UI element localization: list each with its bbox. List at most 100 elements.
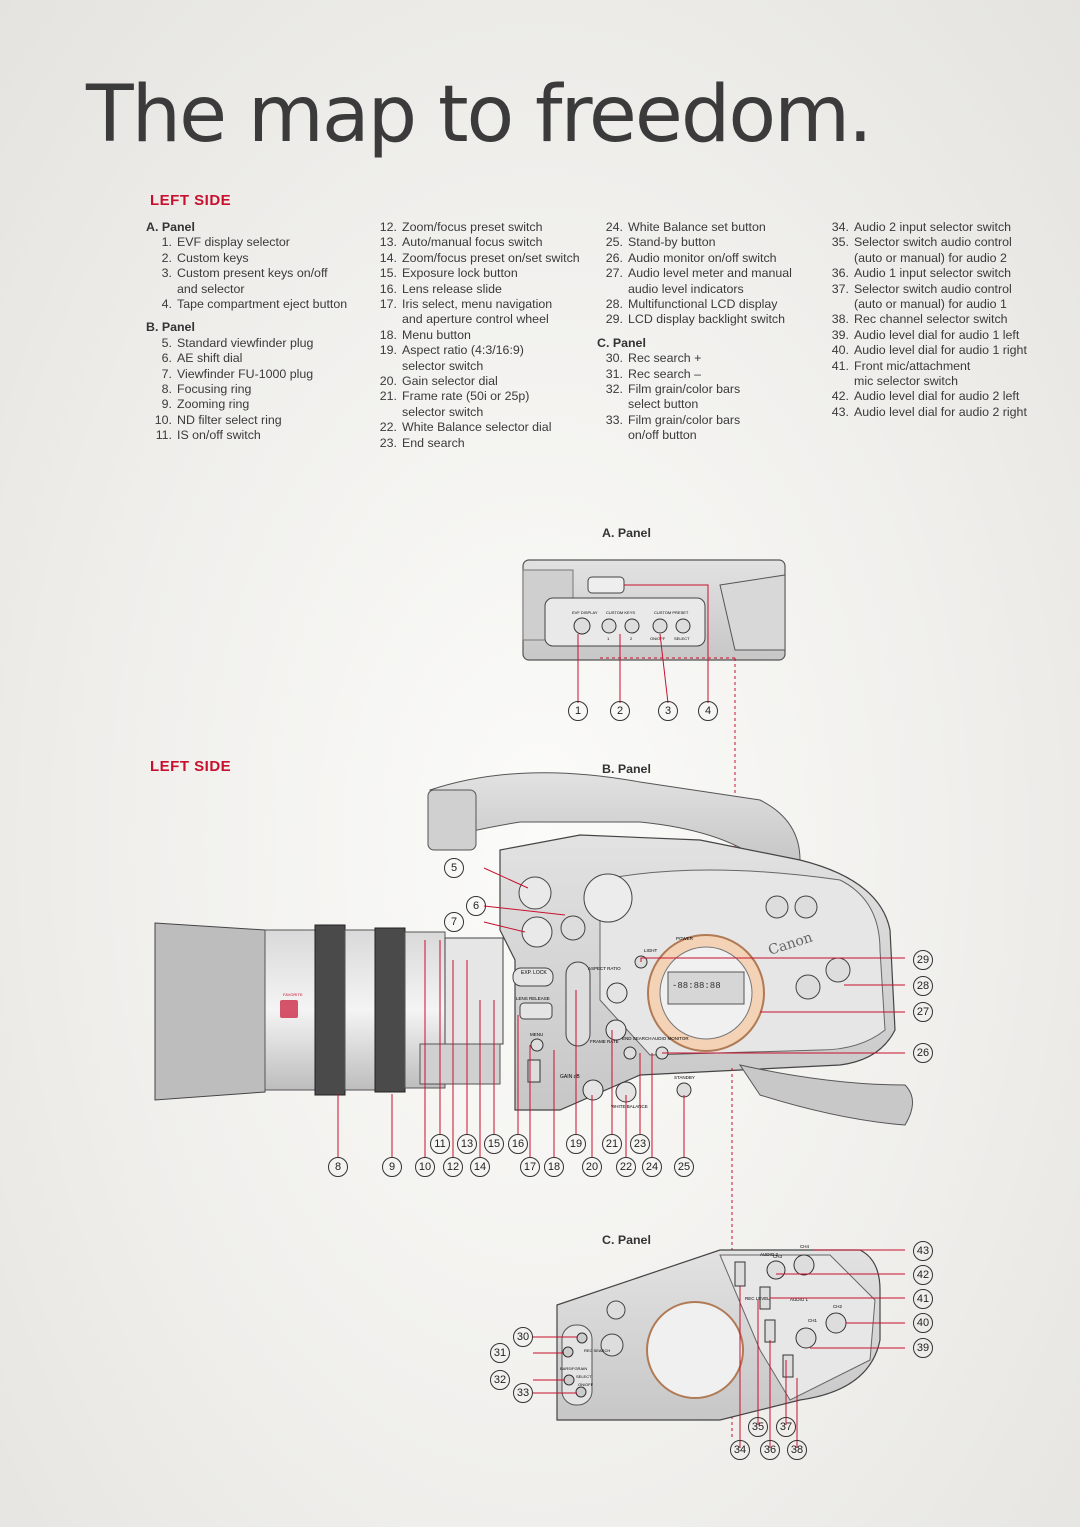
audio-1-text: AUDIO 1: [790, 1297, 809, 1302]
panel-c-illustration: REC SEARCH BARS/FGRAIN SELECT ON/OFF AUD…: [533, 1244, 905, 1448]
bars-fgrain-text: BARS/FGRAIN: [560, 1366, 587, 1371]
legend-item-number: 14.: [379, 250, 397, 265]
legend-item-text: Tape compartment eject button: [177, 297, 348, 312]
panel-b-illustration: -88:88:88 Canon EXP. LOCK LENS RELEASE M…: [154, 772, 913, 1440]
legend-item: 37. Selector switch audio control: [823, 282, 1048, 297]
callout-18: 18: [544, 1157, 564, 1177]
legend-item: and aperture control wheel: [371, 312, 596, 327]
panel-a-text-custom-preset: CUSTOM PRESET: [654, 610, 689, 615]
callout-24: 24: [642, 1157, 662, 1177]
legend-item: 14.Zoom/focus preset on/set switch: [371, 251, 596, 266]
legend-item: 42.Audio level dial for audio 2 left: [823, 389, 1048, 404]
legend-item-number: 9.: [161, 397, 172, 412]
legend-item-text: Frame rate (50i or 25p): [402, 389, 530, 404]
legend-item-text: Custom present keys on/off: [177, 266, 328, 281]
callout-36: 36: [760, 1440, 780, 1460]
legend-item-text: Audio level dial for audio 2 left: [854, 389, 1020, 404]
menu-text: MENU: [530, 1032, 543, 1037]
legend-item-text: selector switch: [402, 404, 484, 419]
exp-lock-text: EXP. LOCK: [521, 970, 547, 976]
legend-item-text: IS on/off switch: [177, 428, 261, 443]
legend-item-text: Exposure lock button: [402, 266, 518, 281]
legend-item-number: 25.: [605, 235, 623, 250]
legend-item: 31.Rec search –: [597, 367, 822, 382]
callout-20: 20: [582, 1157, 602, 1177]
callout-40: 40: [913, 1313, 933, 1333]
legend-item-number: 27.: [605, 266, 623, 281]
callout-25: 25: [674, 1157, 694, 1177]
legend-item: 20.Gain selector dial: [371, 374, 596, 389]
callout-16: 16: [508, 1134, 528, 1154]
panel-a-text-evf: EVF DISPLAY: [572, 610, 598, 615]
legend-item-number: 37.: [831, 281, 849, 296]
legend-item: (auto or manual) for audio 1: [823, 297, 1048, 312]
callout-27: 27: [913, 1002, 933, 1022]
legend-item-text: Menu button: [402, 327, 471, 342]
legend-item-text: Aspect ratio (4:3/16:9): [402, 343, 524, 358]
legend-item-text: Lens release slide: [402, 281, 502, 296]
ch2-text: CH2: [833, 1304, 842, 1309]
callout-4: 4: [698, 701, 718, 721]
callout-34: 34: [730, 1440, 750, 1460]
legend-item: 29.LCD display backlight switch: [597, 312, 822, 327]
panel-c-label: C. Panel: [602, 1233, 651, 1247]
callout-17: 17: [520, 1157, 540, 1177]
legend-item-number: 41.: [831, 358, 849, 373]
legend-item-number: 17.: [379, 297, 397, 312]
legend-item: 35.Selector switch audio control: [823, 235, 1048, 250]
legend-group-heading: C. Panel: [597, 335, 646, 350]
legend-item-number: 32.: [605, 382, 623, 397]
callout-37: 37: [776, 1417, 796, 1437]
legend-item-text: Selector switch audio control: [854, 235, 1012, 250]
legend-item: 28.Multifunctional LCD display: [597, 297, 822, 312]
legend-item: 10.ND filter select ring: [146, 413, 366, 428]
callout-9: 9: [382, 1157, 402, 1177]
legend-item: 3.Custom present keys on/off: [146, 266, 366, 281]
legend-item: 16.Lens release slide: [371, 282, 596, 297]
callout-35: 35: [748, 1417, 768, 1437]
frame-rate-text: FRAME RATE: [590, 1039, 619, 1044]
callout-23: 23: [630, 1134, 650, 1154]
legend-item-text: Rec channel selector switch: [854, 312, 1008, 327]
legend-item-number: 22.: [379, 420, 397, 435]
legend-item-number: 21.: [379, 389, 397, 404]
callout-11: 11: [430, 1134, 450, 1154]
aspect-ratio-text: ASPECT RATIO: [588, 966, 621, 971]
legend-item-number: 28.: [605, 297, 623, 312]
legend-item-text: AE shift dial: [177, 351, 243, 366]
legend-item: 38.Rec channel selector switch: [823, 312, 1048, 327]
callout-29: 29: [913, 950, 933, 970]
legend-item: 11.IS on/off switch: [146, 428, 366, 443]
legend-item-number: 34.: [831, 220, 849, 234]
legend-item: mic selector switch: [823, 374, 1048, 389]
callout-38: 38: [787, 1440, 807, 1460]
legend-item: 9.Zooming ring: [146, 397, 366, 412]
legend-item: 41.Front mic/attachment: [823, 359, 1048, 374]
audio-monitor-text: AUDIO MONITOR: [652, 1036, 689, 1041]
legend-item-text: Selector switch audio control: [854, 281, 1012, 296]
legend-item-number: 7.: [161, 366, 172, 381]
legend-item-text: and aperture control wheel: [402, 312, 549, 327]
legend-item-text: audio level indicators: [628, 281, 744, 296]
panel-a-text-select: SELECT: [674, 636, 690, 641]
legend-item-number: 13.: [379, 235, 397, 250]
legend-item: 18.Menu button: [371, 328, 596, 343]
legend-item-number: 43.: [831, 404, 849, 419]
legend-item-text: White Balance selector dial: [402, 420, 552, 435]
callout-30: 30: [513, 1327, 533, 1347]
legend-item-number: 5.: [161, 335, 172, 350]
legend-item-number: 15.: [379, 266, 397, 281]
legend-item-number: 30.: [605, 351, 623, 366]
legend-item-text: selector switch: [402, 358, 484, 373]
legend-item-text: White Balance set button: [628, 220, 766, 234]
legend-item: 26.Audio monitor on/off switch: [597, 251, 822, 266]
callout-2: 2: [610, 701, 630, 721]
select-text: SELECT: [576, 1374, 592, 1379]
standby-text: STANDBY: [674, 1075, 695, 1080]
panel-a-text-onoff: ON/OFF: [650, 636, 666, 641]
